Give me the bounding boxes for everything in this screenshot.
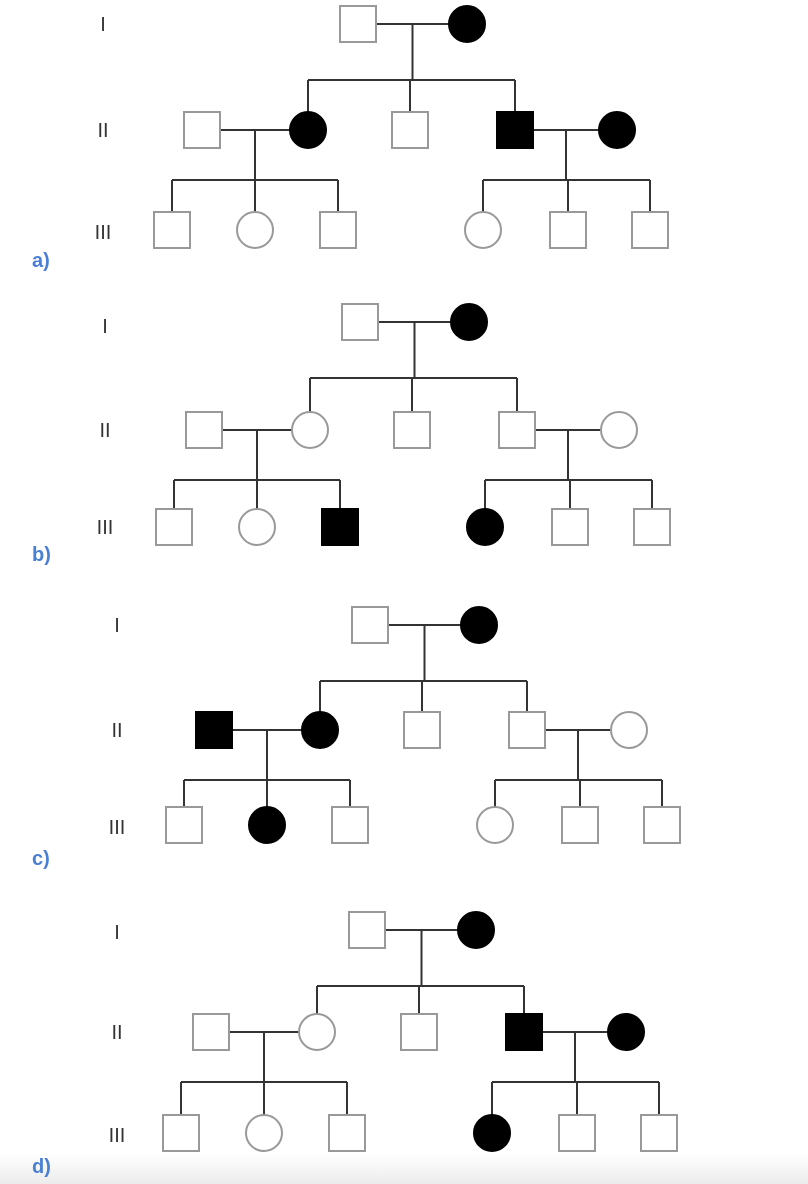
generation-label: II (111, 720, 122, 742)
unaffected-female (464, 211, 502, 249)
unaffected-male (643, 806, 681, 844)
generation-label: III (95, 222, 112, 244)
unaffected-male (631, 211, 669, 249)
affected-male (321, 508, 359, 546)
unaffected-male (558, 1114, 596, 1152)
affected-female (448, 5, 486, 43)
pedigree-label: a) (32, 250, 50, 272)
unaffected-male (341, 303, 379, 341)
generation-label: II (111, 1022, 122, 1044)
unaffected-male (498, 411, 536, 449)
unaffected-male (331, 806, 369, 844)
unaffected-male (155, 508, 193, 546)
bottom-fade (0, 1154, 808, 1184)
unaffected-male (508, 711, 546, 749)
affected-female (301, 711, 339, 749)
unaffected-female (236, 211, 274, 249)
affected-female (598, 111, 636, 149)
affected-female (466, 508, 504, 546)
pedigree-label: d) (32, 1156, 51, 1178)
affected-female (607, 1013, 645, 1051)
generation-label: I (114, 615, 120, 637)
generation-label: III (109, 817, 126, 839)
unaffected-male (319, 211, 357, 249)
affected-male (195, 711, 233, 749)
unaffected-male (391, 111, 429, 149)
unaffected-male (328, 1114, 366, 1152)
affected-female (460, 606, 498, 644)
generation-label: I (100, 14, 106, 36)
unaffected-male (640, 1114, 678, 1152)
unaffected-female (238, 508, 276, 546)
pedigree-label: b) (32, 544, 51, 566)
unaffected-male (393, 411, 431, 449)
affected-male (496, 111, 534, 149)
unaffected-male (549, 211, 587, 249)
unaffected-male (348, 911, 386, 949)
unaffected-male (351, 606, 389, 644)
affected-female (473, 1114, 511, 1152)
unaffected-male (183, 111, 221, 149)
affected-female (457, 911, 495, 949)
generation-label: II (97, 120, 108, 142)
generation-label: II (99, 420, 110, 442)
affected-female (289, 111, 327, 149)
unaffected-female (610, 711, 648, 749)
unaffected-male (185, 411, 223, 449)
generation-label: I (102, 316, 108, 338)
affected-female (248, 806, 286, 844)
unaffected-male (153, 211, 191, 249)
unaffected-male (403, 711, 441, 749)
unaffected-female (298, 1013, 336, 1051)
unaffected-male (165, 806, 203, 844)
generation-label: III (109, 1125, 126, 1147)
unaffected-male (192, 1013, 230, 1051)
unaffected-male (162, 1114, 200, 1152)
unaffected-male (551, 508, 589, 546)
unaffected-female (245, 1114, 283, 1152)
unaffected-female (476, 806, 514, 844)
generation-label: I (114, 922, 120, 944)
unaffected-male (633, 508, 671, 546)
pedigree-label: c) (32, 848, 50, 870)
affected-male (505, 1013, 543, 1051)
generation-label: III (97, 517, 114, 539)
unaffected-female (291, 411, 329, 449)
unaffected-female (600, 411, 638, 449)
unaffected-male (400, 1013, 438, 1051)
unaffected-male (561, 806, 599, 844)
unaffected-male (339, 5, 377, 43)
affected-female (450, 303, 488, 341)
